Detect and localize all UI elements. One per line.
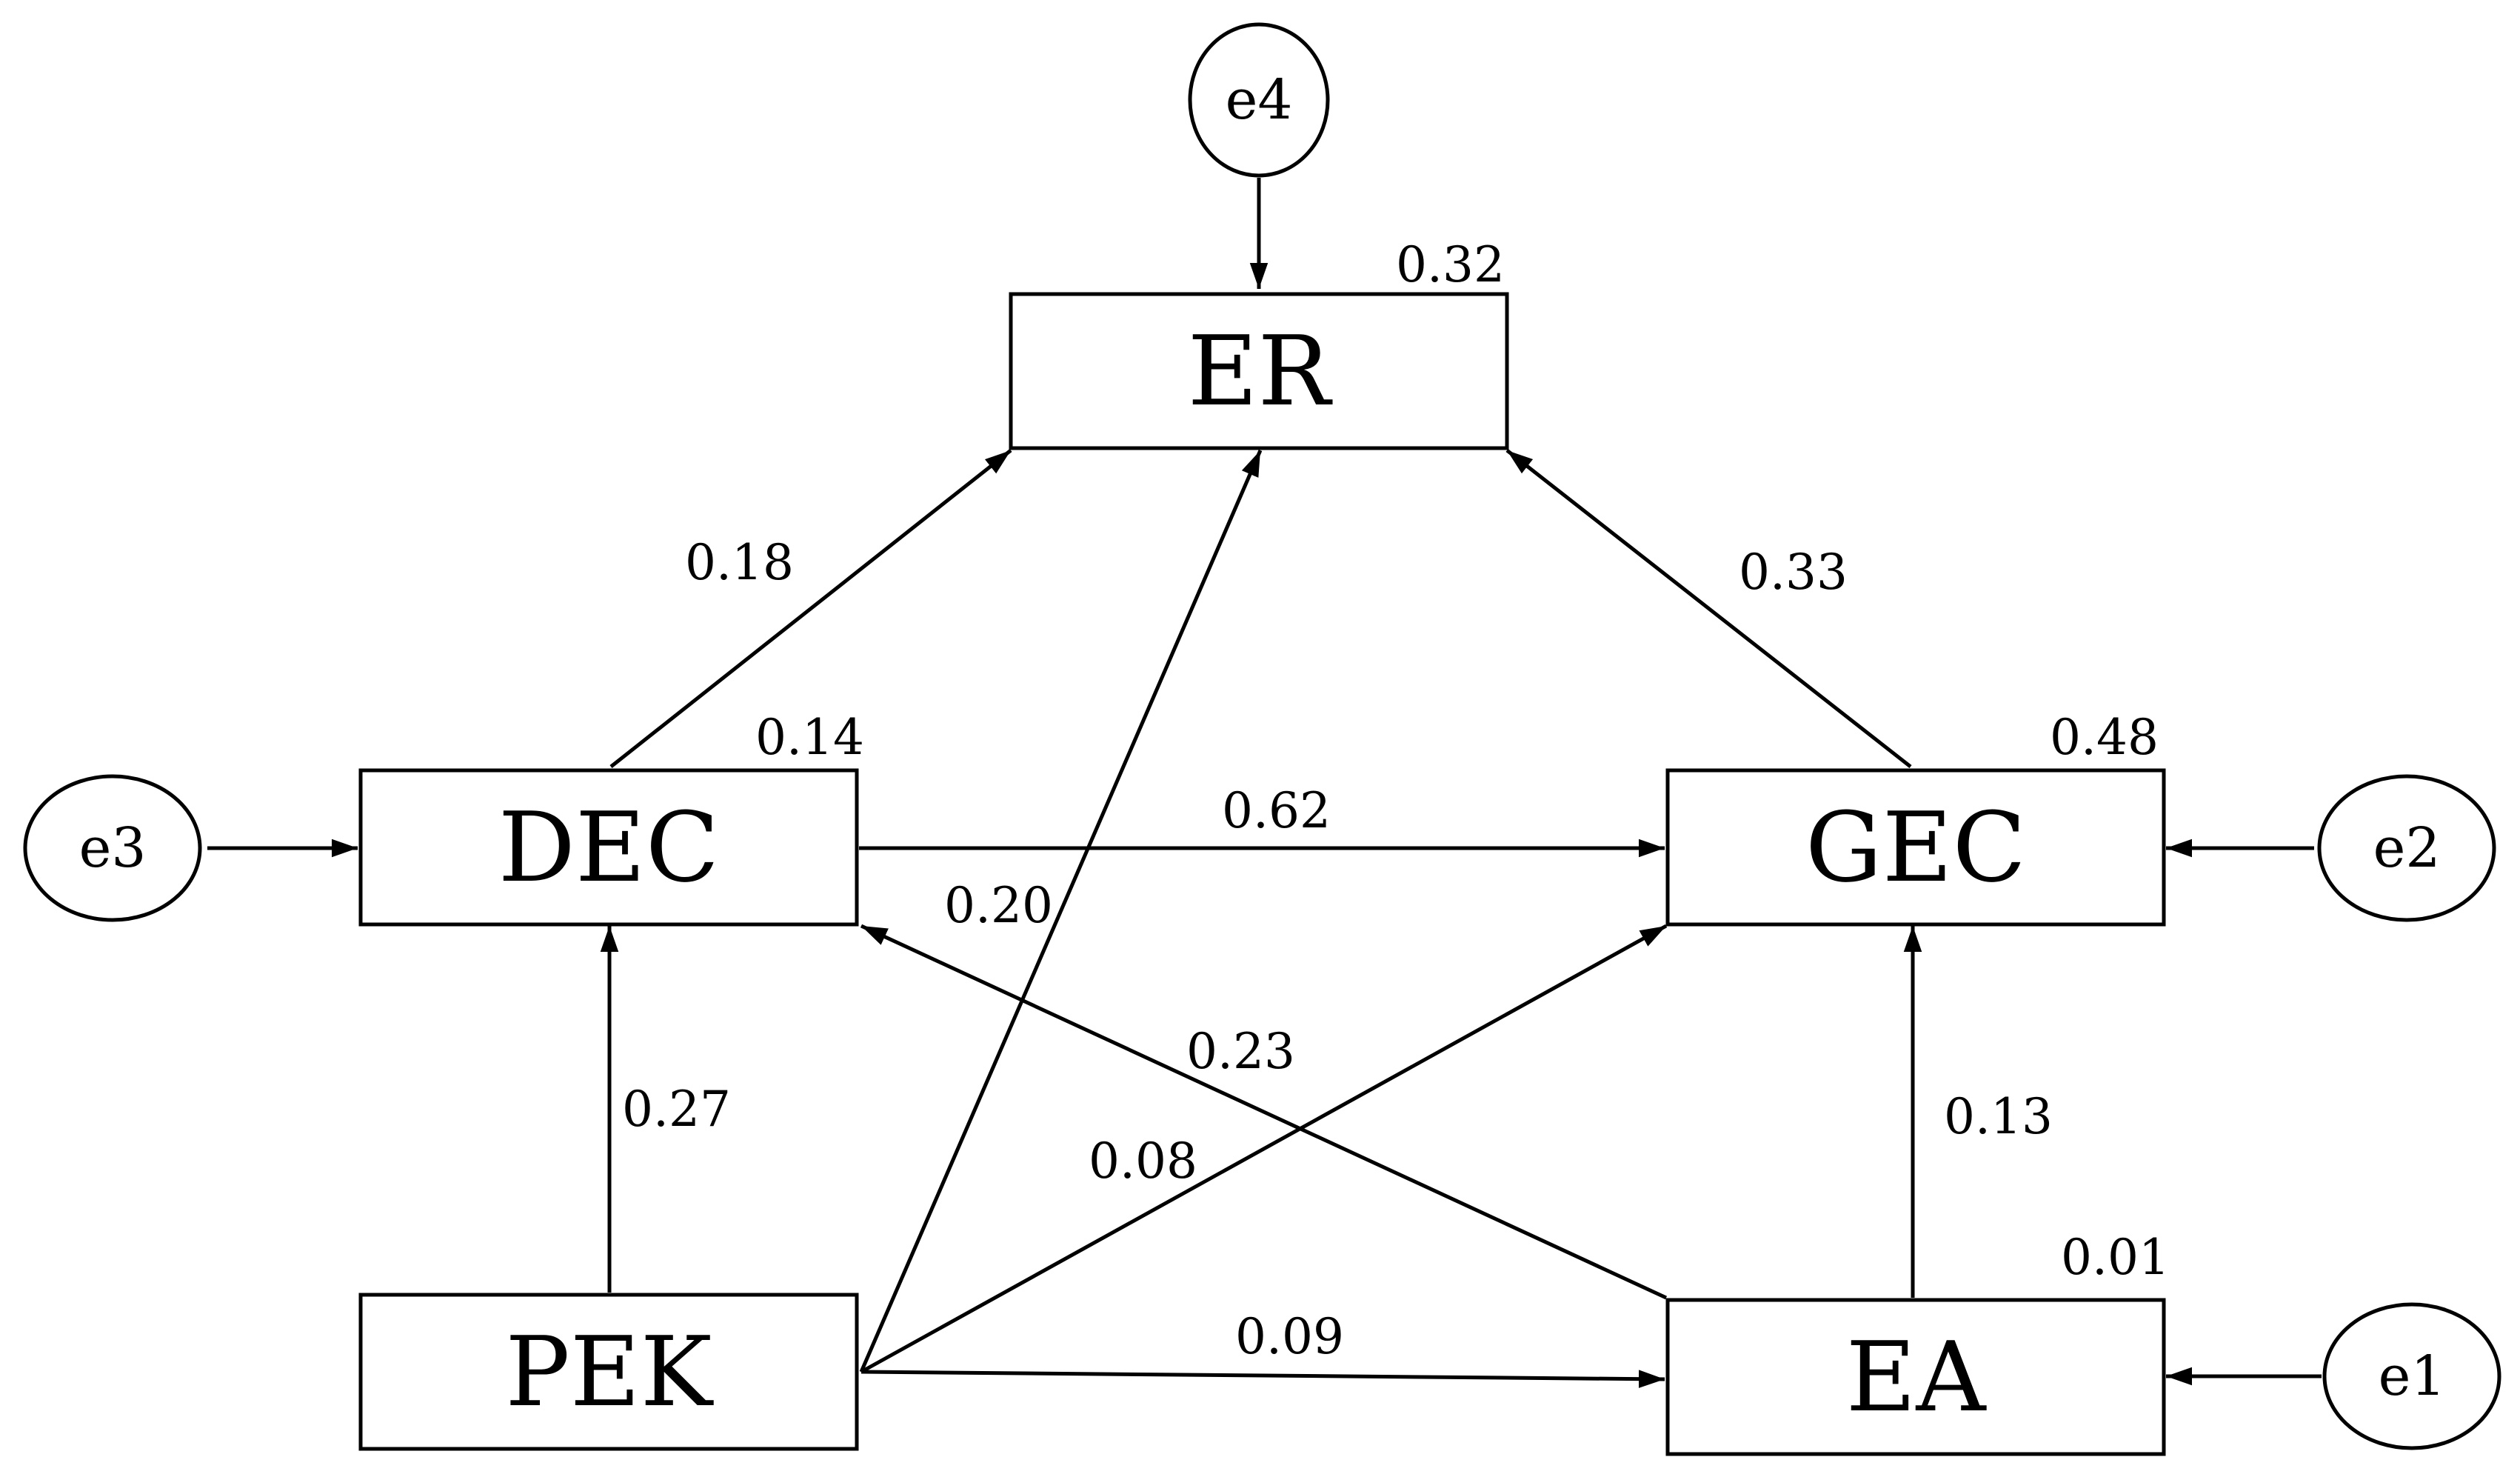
edge-pek-ea <box>860 1370 1665 1388</box>
error-e1: e1 <box>2322 1302 2501 1450</box>
r-squared-ea: 0.01 <box>2061 1229 2170 1286</box>
r-squared-dec: 0.14 <box>755 709 864 766</box>
error-e2: e2 <box>2317 774 2496 922</box>
coef-gec-er: 0.33 <box>1739 544 1848 601</box>
coef-ea-gec: 0.13 <box>1944 1088 2053 1145</box>
edge-gec-er <box>1505 449 1912 768</box>
coef-pek-dec: 0.27 <box>622 1081 731 1138</box>
coef-ea-dec: 0.23 <box>1186 1023 1295 1080</box>
node-pek-label: PEK <box>505 1316 714 1428</box>
coef-dec-gec: 0.62 <box>1222 782 1331 839</box>
node-er: ER <box>1009 292 1509 450</box>
coef-pek-er: 0.20 <box>944 877 1053 934</box>
error-e2-label: e2 <box>2373 816 2441 880</box>
edge-pek-gec <box>860 924 1668 1374</box>
edges <box>207 178 2322 1388</box>
edge-ea-dec <box>860 924 1668 1300</box>
coef-dec-er: 0.18 <box>685 534 794 591</box>
error-e1-label: e1 <box>2379 1344 2446 1408</box>
node-dec-label: DEC <box>498 791 720 904</box>
error-e4: e4 <box>1188 22 1330 178</box>
r-squared-er: 0.32 <box>1396 236 1505 293</box>
node-dec: DEC <box>358 768 859 927</box>
coef-pek-gec: 0.08 <box>1089 1133 1197 1190</box>
node-er-label: ER <box>1188 315 1333 427</box>
node-pek: PEK <box>358 1293 859 1451</box>
edge-dec-er <box>609 449 1012 768</box>
node-gec-label: GEC <box>1805 791 2026 904</box>
node-ea-label: EA <box>1846 1321 1988 1433</box>
edge-pek-er <box>859 450 1263 1373</box>
node-gec: GEC <box>1665 768 2166 927</box>
r-squared-gec: 0.48 <box>2050 709 2159 766</box>
error-e3-label: e3 <box>79 816 147 880</box>
error-e4-label: e4 <box>1226 68 1293 132</box>
node-ea: EA <box>1665 1298 2166 1456</box>
error-e3: e3 <box>23 774 202 922</box>
coef-pek-ea: 0.09 <box>1235 1308 1344 1365</box>
